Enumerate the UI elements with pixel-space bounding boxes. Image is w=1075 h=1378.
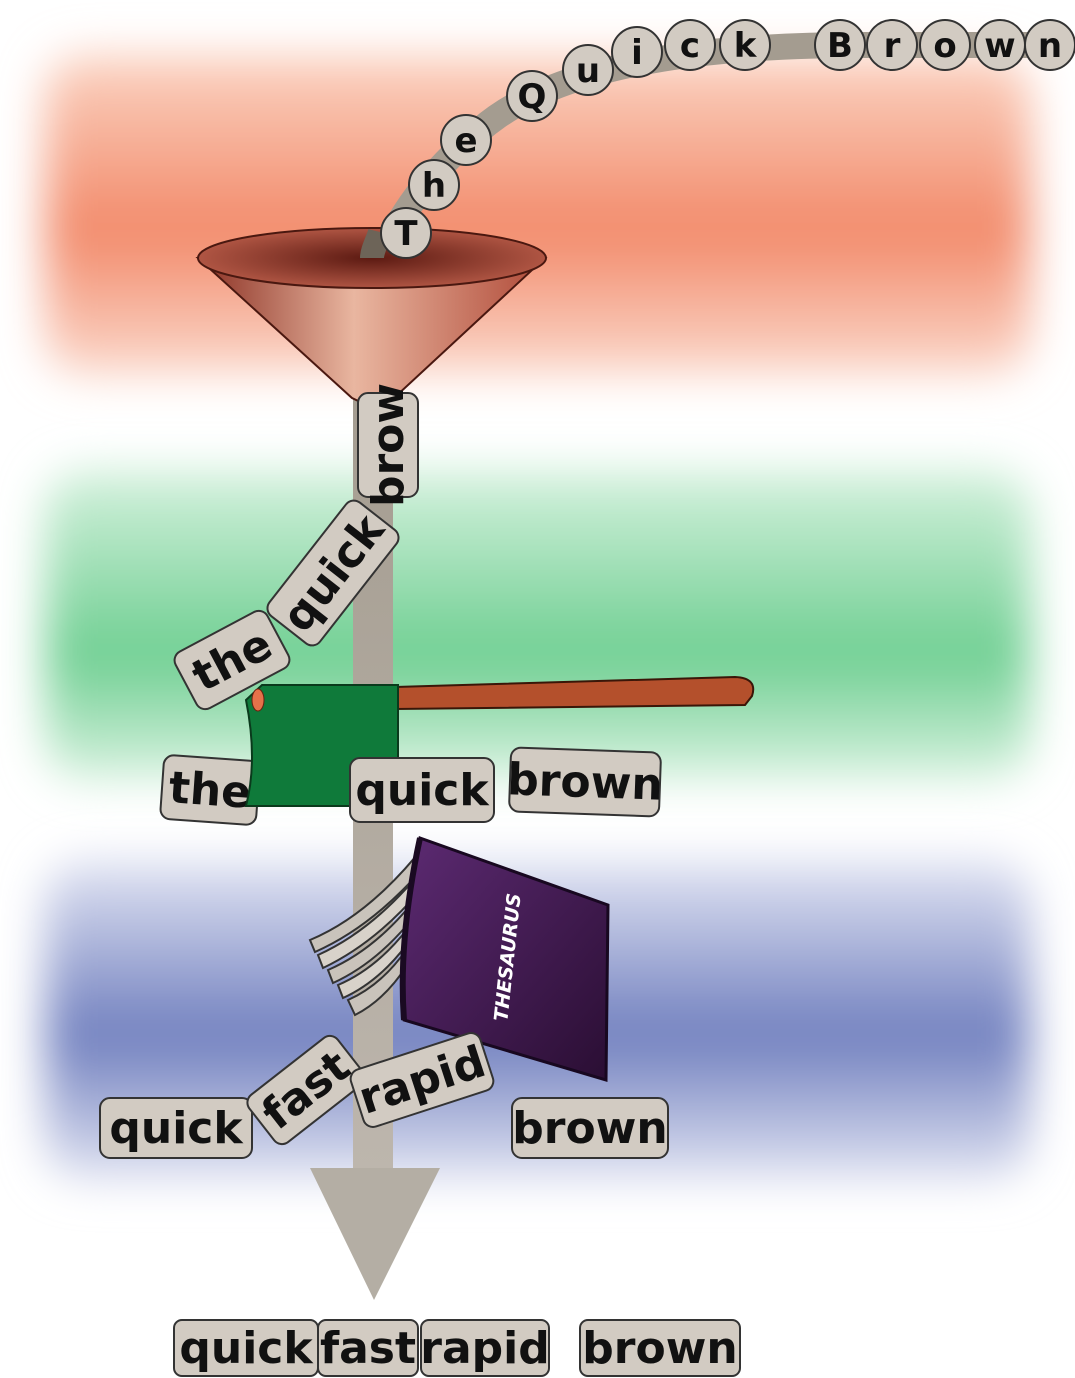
funnel-output-text: brow [363,383,414,507]
input-letter-2: e [441,115,491,165]
lowercase-chip-the: the [160,755,260,826]
input-letter-text: i [631,33,643,73]
input-letter-10: o [920,20,970,70]
input-letter-text: u [576,51,600,91]
output-tokens: quick fast rapid brown [174,1320,740,1376]
lowercase-token-0: the [167,762,253,819]
input-letter-text: Q [518,77,547,117]
input-letter-11: w [975,20,1025,70]
input-letter-text: o [933,26,956,66]
input-letter-text: r [884,26,901,66]
input-letter-8: B [815,20,865,70]
output-token-2: rapid [420,1323,549,1374]
input-letter-1: h [409,160,459,210]
stage3-token-0: quick [109,1103,244,1154]
output-chip-quick: quick [174,1320,318,1376]
input-letter-6: c [665,20,715,70]
lowercase-chip-brown: brown [506,747,664,816]
input-letter-4: u [563,45,613,95]
input-letter-5: i [612,27,662,77]
lowercase-chip-quick: quick [350,758,494,822]
output-token-1: fast [320,1323,416,1374]
input-letter-text: k [734,26,758,66]
input-letter-text: h [422,166,446,206]
stream-arrowhead [310,1168,440,1300]
input-letter-text: n [1038,26,1062,66]
input-letter-7: k [720,20,770,70]
lowercase-token-1: quick [355,765,490,816]
lowercase-token-2: brown [506,754,663,810]
stage3-chip-quick: quick [100,1098,252,1158]
input-letter-0: T [381,208,431,258]
output-token-0: quick [179,1323,314,1374]
input-letter-12: n [1025,20,1075,70]
input-letter-text: e [454,121,477,161]
output-chip-brown: brown [580,1320,740,1376]
input-letter-text: T [394,214,418,254]
funnel-output-chip: brow [358,383,418,507]
filter-band [45,470,1030,780]
input-letter-text: w [984,26,1015,66]
output-chip-fast: fast [318,1320,418,1376]
output-chip-rapid: rapid [420,1320,549,1376]
input-letter-9: r [867,20,917,70]
input-letter-3: Q [507,71,557,121]
output-token-3: brown [582,1323,737,1374]
stage3-token-1: brown [512,1103,667,1154]
input-letter-text: B [827,26,853,66]
stage3-chip-brown: brown [512,1098,668,1158]
input-letter-text: c [680,26,700,66]
